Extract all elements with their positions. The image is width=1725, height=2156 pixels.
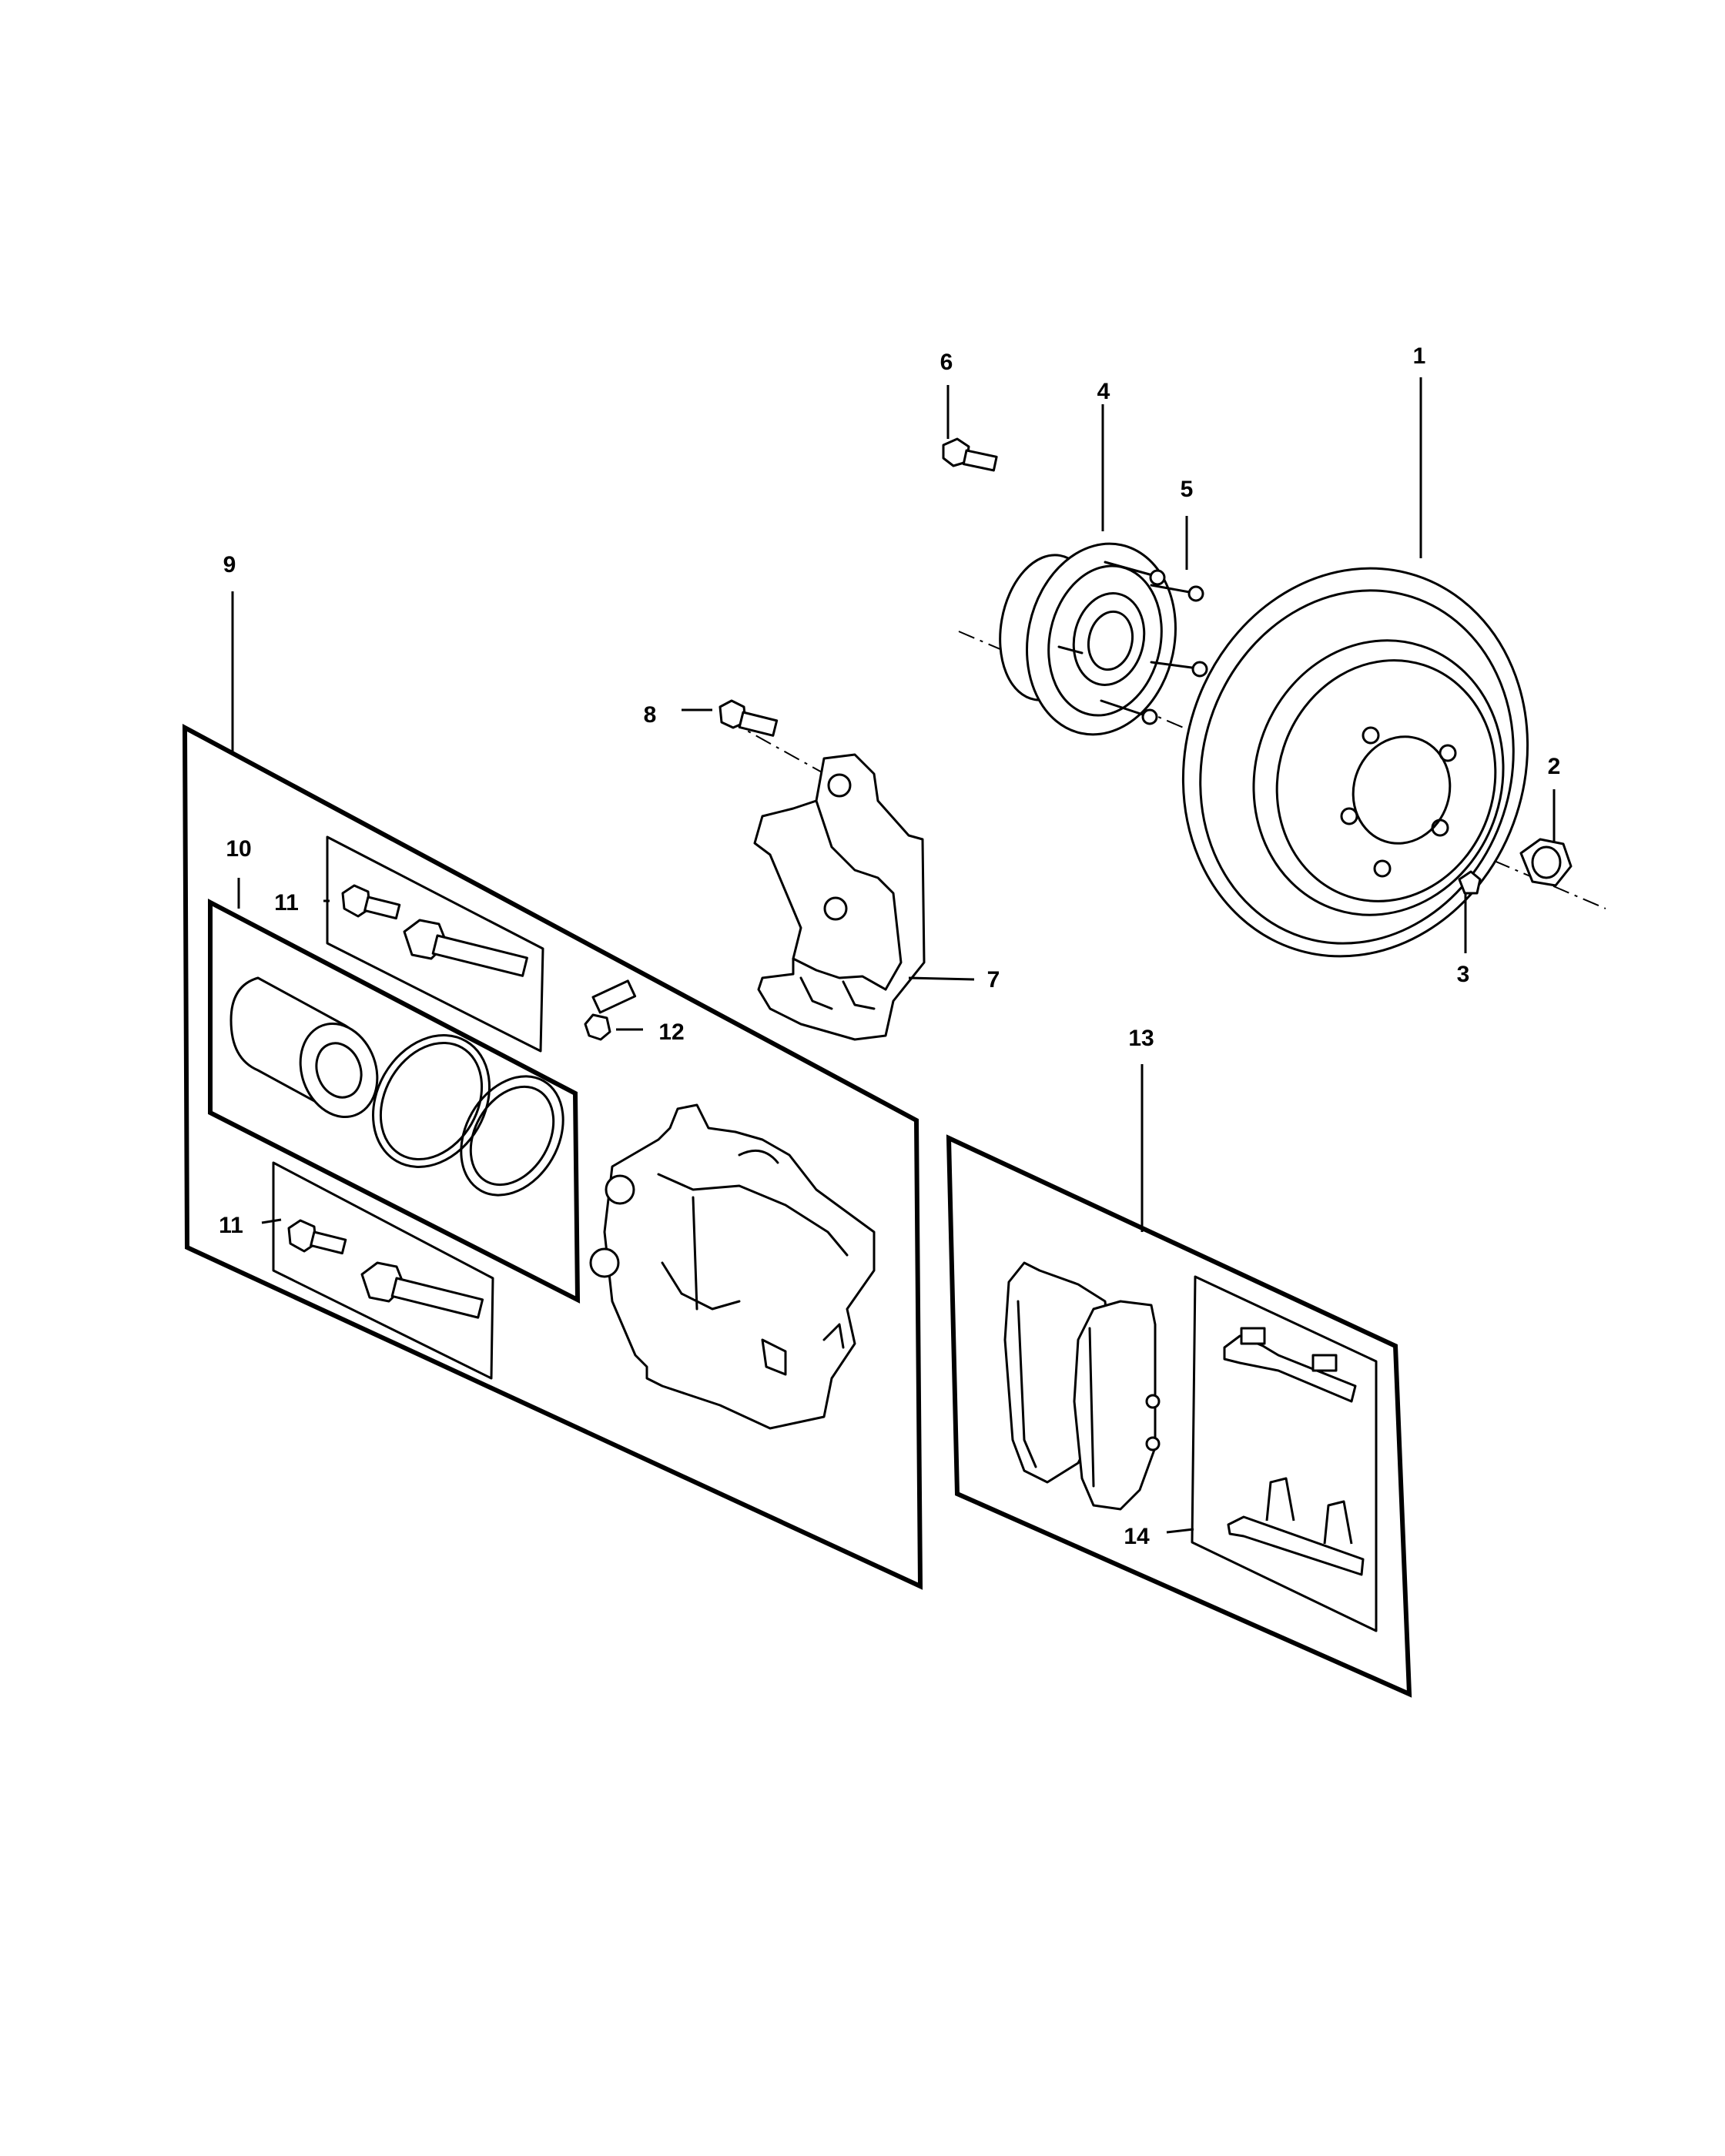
callout-3: 3: [1457, 962, 1470, 987]
rotor-retaining-screw: [1458, 870, 1482, 895]
hub-mounting-bolt: [942, 437, 998, 472]
callout-10: 10: [226, 836, 251, 862]
piston-kit-panel: [208, 899, 581, 1304]
brake-rotor: [1181, 567, 1529, 958]
callout-11-top: 11: [274, 890, 299, 916]
piston-seal: [372, 1034, 491, 1168]
callout-1: 1: [1413, 343, 1426, 369]
guide-pin-bolt-top: [341, 884, 401, 920]
callout-7: 7: [987, 967, 1000, 993]
guide-pin-kit-panel-bottom: [272, 1161, 494, 1380]
guide-pin-bolt-bottom: [287, 1219, 347, 1255]
caliper-piston: [229, 976, 379, 1119]
callout-4: 4: [1097, 379, 1110, 404]
callout-12: 12: [658, 1019, 684, 1045]
guide-pin-top: [403, 919, 528, 977]
brake-pad-inner: [1073, 1300, 1161, 1511]
bracket-bolt: [718, 699, 779, 737]
guide-pin-kit-panel-top: [326, 835, 544, 1053]
dust-boot: [460, 1075, 564, 1197]
hub-nut: [1519, 838, 1573, 887]
caliper-mounting-bracket: [753, 753, 926, 1041]
callout-5: 5: [1181, 477, 1194, 502]
callout-13: 13: [1128, 1026, 1154, 1051]
callout-9: 9: [223, 552, 236, 578]
callout-14: 14: [1124, 1524, 1150, 1549]
bracket-bolt-centerline: [727, 719, 832, 778]
callout-6: 6: [940, 350, 953, 375]
hub-bearing-assembly: [999, 542, 1208, 736]
brake-caliper-housing: [589, 1103, 876, 1430]
callout-2: 2: [1548, 754, 1561, 779]
pad-clip-lower: [1227, 1477, 1365, 1576]
pad-clip-kit-panel: [1191, 1275, 1378, 1632]
brake-pad-panel: [946, 1134, 1412, 1698]
bleeder-screw: [584, 979, 637, 1041]
hub-axis-centerline: [958, 631, 1606, 909]
callout-8: 8: [644, 702, 657, 728]
callout-11-bottom: 11: [219, 1213, 243, 1238]
guide-pin-bottom: [360, 1261, 484, 1319]
pad-clip-upper: [1223, 1327, 1357, 1403]
caliper-kit-panel: [182, 723, 923, 1590]
